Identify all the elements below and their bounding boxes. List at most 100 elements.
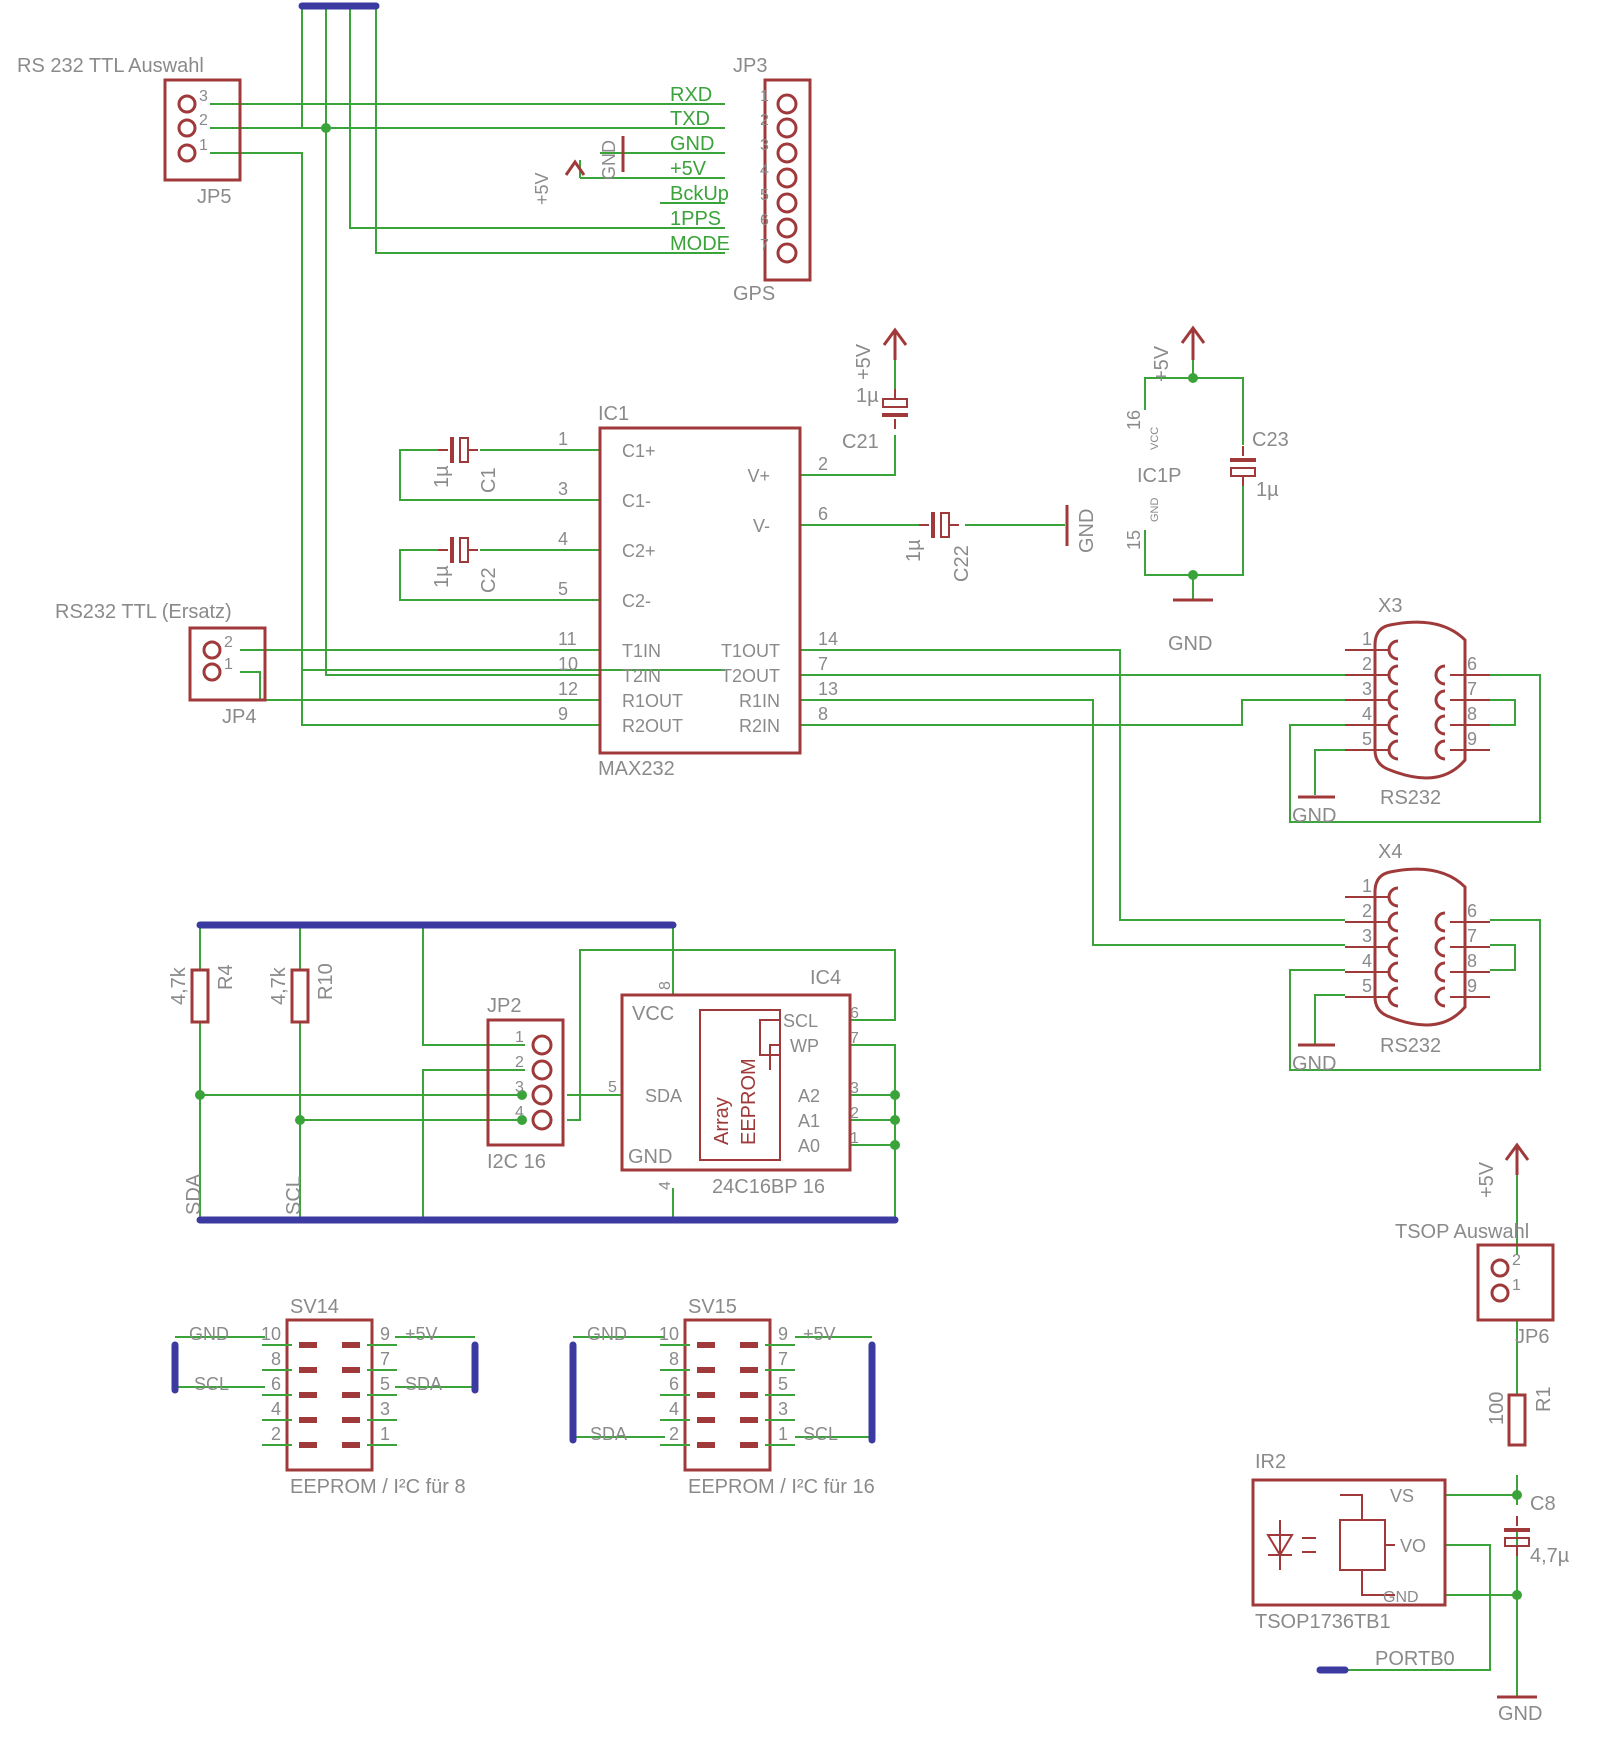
ic4-sda: SDA — [645, 1086, 682, 1106]
ic1-pin-num: 3 — [558, 479, 568, 499]
power-symbols — [564, 136, 1537, 1699]
portb0-net: PORTB0 — [1375, 1648, 1455, 1670]
ic4-wp-pin: 7 — [850, 1030, 859, 1047]
ic1-pin-num: 6 — [818, 504, 828, 524]
jp3-pin: 1 — [760, 88, 769, 105]
ic4-a0: A0 — [798, 1136, 820, 1156]
net-gnd: GND — [670, 133, 714, 155]
sv14-name: SV14 — [290, 1296, 339, 1318]
ic1-pin-label: R1IN — [739, 691, 780, 711]
jp4-body — [188, 626, 267, 702]
db9-pin-num: 3 — [1362, 926, 1372, 946]
scl-net: SCL — [283, 1176, 305, 1215]
ic1-pin-label: T2IN — [622, 666, 661, 686]
ic4-wp: WP — [790, 1036, 819, 1056]
ic4-name: IC4 — [810, 967, 841, 989]
header-pin-num: 9 — [778, 1324, 788, 1344]
header-net-label: GND — [189, 1324, 229, 1344]
ic1p-5v: +5V — [1151, 345, 1173, 382]
jp5-title: RS 232 TTL Auswahl — [17, 55, 204, 77]
ic1-pin-num: 11 — [558, 629, 577, 649]
x4-gnd: GND — [1292, 1053, 1336, 1075]
x3-name: X3 — [1378, 595, 1402, 617]
c2-value: 1µ — [431, 565, 453, 588]
jp5-name: JP5 — [197, 186, 231, 208]
net-1pps: 1PPS — [670, 208, 721, 230]
x4-name: X4 — [1378, 841, 1402, 863]
x4-value: RS232 — [1380, 1035, 1441, 1057]
r1-value: 100 — [1486, 1392, 1508, 1425]
db9-pin-num: 4 — [1362, 951, 1372, 971]
db9-pin-num: 5 — [1362, 976, 1372, 996]
ic4-a0-pin: 1 — [850, 1130, 859, 1147]
c8-value: 4,7µ — [1530, 1545, 1570, 1567]
jp4-title: RS232 TTL (Ersatz) — [55, 601, 232, 623]
db9-pin-num: 5 — [1362, 729, 1372, 749]
header-pin-num: 1 — [380, 1424, 390, 1444]
ic1-pin-label: R1OUT — [622, 691, 683, 711]
ic1-pin-num: 10 — [558, 654, 578, 674]
ic1-pin-label: C1+ — [622, 441, 656, 461]
ic1-pin-label: T2OUT — [721, 666, 780, 686]
ic1-pin-num: 12 — [558, 679, 578, 699]
header-pin-num: 6 — [271, 1374, 281, 1394]
buses — [171, 2, 1349, 1674]
db9-contact — [1387, 986, 1399, 1008]
db9-pin-num: 2 — [1362, 901, 1372, 921]
jp3-pin: 2 — [760, 112, 769, 129]
jp3-pin: 6 — [760, 212, 769, 229]
ic1p-vcc: VCC — [1149, 427, 1161, 450]
net-5v: +5V — [670, 158, 707, 180]
db9-contact — [1434, 714, 1446, 736]
header-net-label: +5V — [405, 1324, 438, 1344]
jp4-name: JP4 — [222, 706, 256, 728]
ic1p-gnd-small: GND — [1149, 498, 1161, 523]
r4-body — [190, 968, 210, 1024]
r10-value: 4,7k — [268, 966, 290, 1005]
header-net-label: SCL — [803, 1424, 838, 1444]
db9-contact — [1434, 936, 1446, 958]
header-pin-num: 8 — [669, 1349, 679, 1369]
jp5-pin-1: 1 — [199, 137, 208, 154]
header-pin-num: 2 — [669, 1424, 679, 1444]
ic1-pin-label: R2OUT — [622, 716, 683, 736]
db9-pin-num: 8 — [1467, 951, 1477, 971]
r4-value: 4,7k — [168, 966, 190, 1005]
jp5-pin-2: 2 — [199, 112, 208, 129]
r10-body — [290, 968, 310, 1024]
ic1-pin-num: 7 — [818, 654, 828, 674]
ic1p-name: IC1P — [1137, 465, 1181, 487]
header-pin-num: 4 — [271, 1399, 281, 1419]
ic4-scl-pin: 6 — [850, 1005, 859, 1022]
c1-name: C1 — [478, 467, 500, 493]
db9-contact — [1434, 961, 1446, 983]
ic4-gnd: GND — [628, 1146, 672, 1168]
jp3-pin: 7 — [760, 237, 769, 254]
c22-name: C22 — [951, 545, 973, 582]
sv14-value: EEPROM / I²C für 8 — [290, 1476, 466, 1498]
ic1-body — [598, 426, 802, 755]
db9-pin-num: 4 — [1362, 704, 1372, 724]
db9-contact — [1434, 911, 1446, 933]
jp3-name: JP3 — [733, 55, 767, 77]
jp2-pin: 4 — [515, 1104, 524, 1121]
net-txd: TXD — [670, 108, 710, 130]
header-pins — [262, 1342, 795, 1448]
db9-pins — [1345, 639, 1490, 1008]
jp2-value: I2C 16 — [487, 1151, 546, 1173]
jp2-pin: 1 — [515, 1029, 524, 1046]
ic1-pin-num: 13 — [818, 679, 838, 699]
c21-5v: +5V — [853, 343, 875, 380]
ic1-value: MAX232 — [598, 758, 675, 780]
ic4-gnd-pin: 4 — [657, 1181, 674, 1190]
ic4-inner: EEPROM — [738, 1058, 760, 1145]
ic4-vcc: VCC — [632, 1003, 674, 1025]
ir2-vs: VS — [1390, 1486, 1414, 1506]
ic4-sda-pin: 5 — [608, 1079, 617, 1096]
r10-name: R10 — [315, 963, 337, 1000]
ic1-pin-num: 4 — [558, 529, 568, 549]
header-net-label: SDA — [405, 1374, 442, 1394]
db9-contact — [1387, 936, 1399, 958]
jp5-body — [163, 78, 242, 182]
header-pin-num: 7 — [778, 1349, 788, 1369]
